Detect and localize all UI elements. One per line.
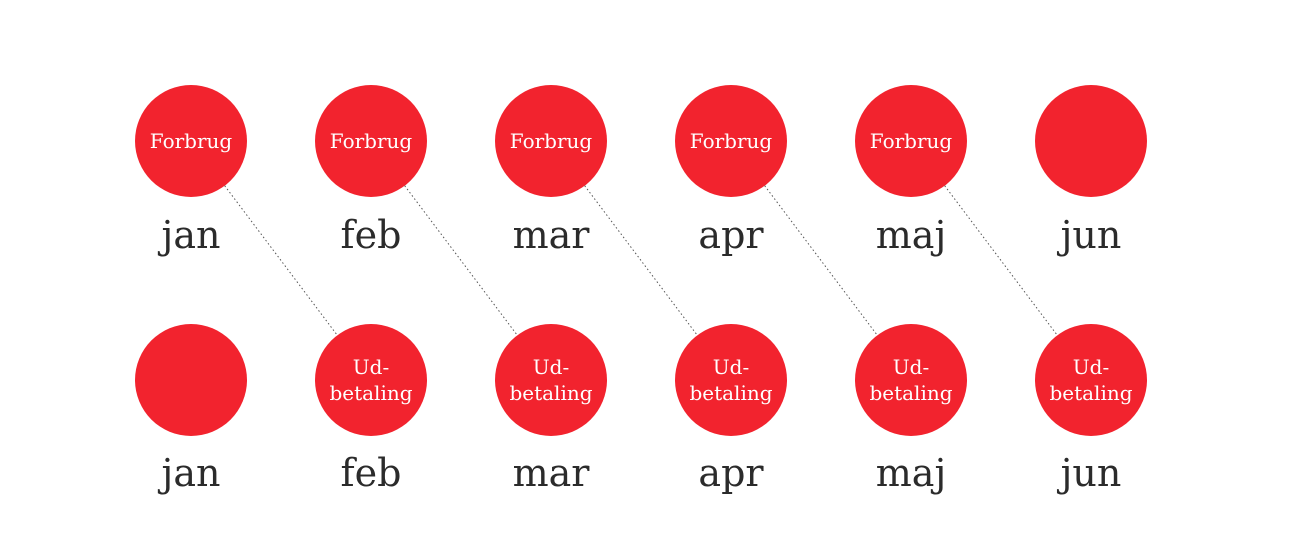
udbetaling-month-label-jan: jan bbox=[158, 451, 221, 495]
forbrug-circle-jun bbox=[1035, 85, 1147, 197]
forbrug-circle-label-maj-0: Forbrug bbox=[870, 129, 953, 153]
dotted-connector-feb-to-mar bbox=[404, 185, 518, 336]
month-node-group: Forbrug jan Forbrug feb Forbrug mar Forbrug apr… bbox=[135, 85, 1147, 495]
udbetaling-circle-jan bbox=[135, 324, 247, 436]
udbetaling-circle-jun bbox=[1035, 324, 1147, 436]
forbrug-circle-label-apr-0: Forbrug bbox=[690, 129, 773, 153]
udbetaling-circle-label-maj-0: Ud- bbox=[893, 355, 929, 379]
udbetaling-circle-label-mar-1: betaling bbox=[509, 381, 592, 405]
forbrug-circle-jan bbox=[135, 85, 247, 197]
udbetaling-circle-label-mar-0: Ud- bbox=[533, 355, 569, 379]
forbrug-circle-label-jan-0: Forbrug bbox=[150, 129, 233, 153]
udbetaling-month-label-apr: apr bbox=[698, 451, 764, 495]
dotted-connector-jan-to-feb bbox=[224, 185, 338, 336]
udbetaling-circle-label-apr-0: Ud- bbox=[713, 355, 749, 379]
udbetaling-circle-label-feb-0: Ud- bbox=[353, 355, 389, 379]
forbrug-node-jan: Forbrug jan bbox=[135, 85, 247, 257]
udbetaling-node-jun: Ud-betaling jun bbox=[1035, 324, 1147, 495]
udbetaling-month-label-feb: feb bbox=[341, 451, 402, 495]
forbrug-month-label-apr: apr bbox=[698, 213, 764, 257]
udbetaling-node-maj: Ud-betaling maj bbox=[855, 324, 967, 495]
forbrug-circle-label-feb-0: Forbrug bbox=[330, 129, 413, 153]
udbetaling-circle-maj bbox=[855, 324, 967, 436]
forbrug-circle-label-mar-0: Forbrug bbox=[510, 129, 593, 153]
forbrug-month-label-jun: jun bbox=[1057, 213, 1122, 257]
udbetaling-circle-label-apr-1: betaling bbox=[689, 381, 772, 405]
udbetaling-node-apr: Ud-betaling apr bbox=[675, 324, 787, 495]
udbetaling-node-jan: jan bbox=[135, 324, 247, 495]
udbetaling-month-label-jun: jun bbox=[1057, 451, 1122, 495]
forbrug-month-label-jan: jan bbox=[158, 213, 221, 257]
forbrug-circle-apr bbox=[675, 85, 787, 197]
dotted-connector-mar-to-apr bbox=[584, 185, 698, 336]
forbrug-node-maj: Forbrug maj bbox=[855, 85, 967, 257]
udbetaling-circle-label-jun-1: betaling bbox=[1049, 381, 1132, 405]
udbetaling-month-label-maj: maj bbox=[876, 451, 946, 495]
dotted-connector-apr-to-maj bbox=[764, 185, 878, 336]
udbetaling-circle-mar bbox=[495, 324, 607, 436]
forbrug-node-feb: Forbrug feb bbox=[315, 85, 427, 257]
udbetaling-circle-apr bbox=[675, 324, 787, 436]
dotted-connector-maj-to-jun bbox=[944, 185, 1058, 336]
forbrug-node-mar: Forbrug mar bbox=[495, 85, 607, 257]
forbrug-month-label-mar: mar bbox=[513, 213, 591, 257]
udbetaling-circle-label-maj-1: betaling bbox=[869, 381, 952, 405]
forbrug-node-jun: jun bbox=[1035, 85, 1147, 257]
connector-group bbox=[224, 185, 1058, 336]
udbetaling-node-mar: Ud-betaling mar bbox=[495, 324, 607, 495]
udbetaling-circle-label-feb-1: betaling bbox=[329, 381, 412, 405]
udbetaling-node-feb: Ud-betaling feb bbox=[315, 324, 427, 495]
forbrug-circle-feb bbox=[315, 85, 427, 197]
forbrug-node-apr: Forbrug apr bbox=[675, 85, 787, 257]
udbetaling-circle-label-jun-0: Ud- bbox=[1073, 355, 1109, 379]
udbetaling-circle-feb bbox=[315, 324, 427, 436]
forbrug-circle-maj bbox=[855, 85, 967, 197]
udbetaling-month-label-mar: mar bbox=[513, 451, 591, 495]
forbrug-month-label-feb: feb bbox=[341, 213, 402, 257]
forbrug-circle-mar bbox=[495, 85, 607, 197]
forbrug-month-label-maj: maj bbox=[876, 213, 946, 257]
